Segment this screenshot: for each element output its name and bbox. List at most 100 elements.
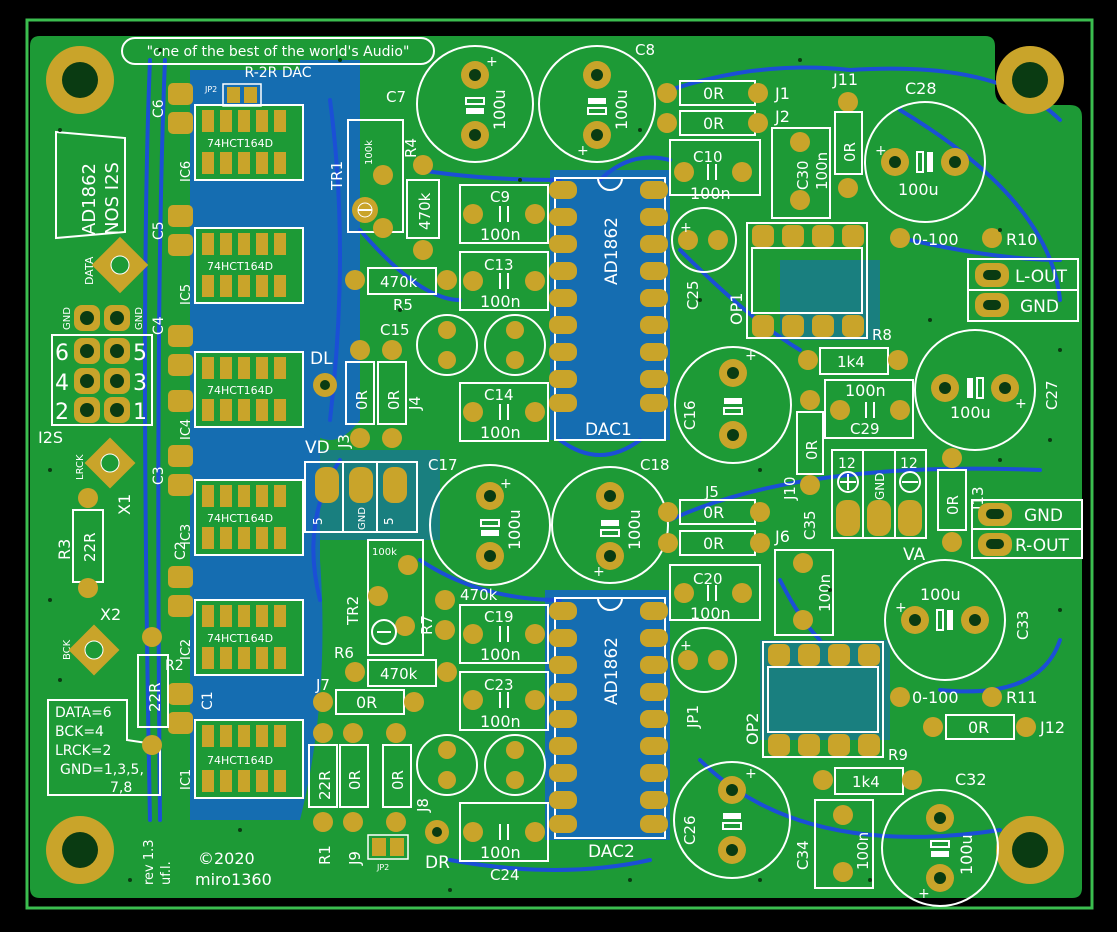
svg-text:C3: C3	[151, 466, 167, 485]
svg-text:+: +	[875, 143, 887, 159]
svg-text:DATA=6: DATA=6	[55, 705, 112, 721]
ic5-chip: 74HCT164D IC5	[179, 227, 304, 305]
svg-text:DAC1: DAC1	[585, 420, 632, 440]
c16-capacitor: C16 +	[674, 346, 792, 464]
svg-text:C9: C9	[490, 188, 510, 206]
board-outline	[25, 18, 1094, 910]
ic6-chip: 74HCT164D IC6	[179, 104, 304, 182]
j3-j4-jumpers: 0R 0R J3 J4	[335, 340, 424, 449]
svg-text:100n: 100n	[480, 645, 521, 664]
svg-text:100n: 100n	[813, 152, 831, 190]
svg-text:AD1862: AD1862	[602, 217, 622, 285]
svg-text:0R: 0R	[703, 534, 724, 553]
ic1-part: 74HCT164D	[207, 754, 273, 767]
svg-text:+: +	[486, 54, 498, 70]
svg-text:470k: 470k	[380, 665, 418, 683]
r7-resistor: 470k R7	[418, 586, 498, 640]
r2-resistor: 22R R2	[137, 627, 184, 755]
svg-text:I2S: I2S	[38, 428, 63, 447]
x2-connector: X2 BCK	[62, 605, 121, 676]
c12-caps: C15	[380, 314, 546, 376]
svg-text:0R: 0R	[703, 84, 724, 103]
svg-text:22R: 22R	[146, 682, 164, 712]
decoupling-caps-column: C6 C5 C4 C3 C2 C1	[151, 83, 216, 734]
ic2-ref: IC2	[179, 639, 194, 660]
dl-testpoint: DL	[310, 349, 337, 397]
svg-text:C18: C18	[640, 456, 670, 474]
c7-capacitor: 100u C7 +	[386, 45, 534, 163]
r8-resistor: R8 1k4	[798, 326, 908, 375]
svg-text:+: +	[680, 220, 692, 236]
svg-text:R3: R3	[55, 539, 74, 560]
svg-text:C16: C16	[681, 400, 699, 430]
svg-text:100n: 100n	[480, 712, 521, 731]
svg-text:0R: 0R	[968, 718, 989, 737]
pin-legend: DATA=6 BCK=4 LRCK=2 GND=1,3,5, 7,8	[47, 699, 161, 796]
svg-text:C7: C7	[386, 88, 406, 106]
svg-text:100n: 100n	[480, 292, 521, 311]
svg-text:C32: C32	[955, 770, 987, 789]
c20-capacitor: C20 100n	[669, 564, 761, 623]
j9-jumper: 0R J9	[339, 723, 369, 866]
svg-text:J12: J12	[1039, 718, 1065, 737]
svg-text:1k4: 1k4	[837, 353, 865, 371]
c27-capacitor: 100u C27 +	[914, 329, 1061, 451]
r6-resistor: R6 470k	[334, 644, 457, 687]
svg-text:R10: R10	[1006, 230, 1037, 249]
dac2-chip: AD1862 DAC2	[549, 597, 668, 862]
jp2-jumper: JP2	[204, 83, 262, 107]
dr-testpoint: DR	[425, 820, 450, 873]
svg-text:miro1360: miro1360	[195, 870, 272, 889]
svg-text:GND: GND	[357, 507, 368, 530]
svg-text:C34: C34	[794, 840, 812, 870]
svg-text:R2: R2	[165, 658, 184, 674]
svg-text:C28: C28	[905, 79, 937, 98]
svg-text:0R: 0R	[356, 693, 377, 712]
r4-resistor: 470k R4	[402, 138, 440, 260]
c23-capacitor: C23 100n	[459, 671, 549, 731]
svg-text:C10: C10	[693, 148, 723, 166]
c32-capacitor: C32 100u +	[881, 770, 999, 907]
ic2-part: 74HCT164D	[207, 632, 273, 645]
svg-text:J9: J9	[346, 851, 364, 866]
svg-text:100k: 100k	[364, 140, 375, 165]
svg-text:C6: C6	[151, 99, 167, 118]
svg-text:GND: GND	[62, 307, 73, 330]
svg-text:C8: C8	[635, 41, 655, 59]
vias	[48, 48, 1062, 892]
svg-text:1k4: 1k4	[852, 773, 880, 791]
svg-text:DL: DL	[310, 349, 333, 369]
svg-text:+: +	[1015, 396, 1027, 412]
svg-text:C25: C25	[684, 280, 702, 310]
svg-text:100u: 100u	[505, 509, 524, 550]
svg-text:100n: 100n	[690, 604, 731, 623]
c28-capacitor: C28 100u +	[864, 79, 986, 223]
svg-text:0R: 0R	[841, 142, 859, 162]
ic2-chip: 74HCT164D IC2	[179, 599, 304, 676]
r1-resistor: 22R R1	[308, 723, 338, 865]
svg-text:C15: C15	[380, 321, 410, 339]
svg-text:100n: 100n	[480, 225, 521, 244]
svg-text:R4: R4	[402, 138, 420, 158]
svg-text:100n: 100n	[845, 381, 886, 400]
svg-text:©2020: ©2020	[198, 849, 255, 868]
svg-text:470k: 470k	[460, 586, 498, 604]
vd-connector: VD 5 GND 5	[304, 438, 418, 533]
c19-capacitor: C19 100n	[459, 604, 549, 664]
svg-text:R9: R9	[888, 746, 908, 764]
title-quote: "one of the best of the world's Audio"	[147, 44, 410, 60]
svg-text:22R: 22R	[81, 532, 99, 562]
ic5-part: 74HCT164D	[207, 260, 273, 273]
svg-text:J3: J3	[335, 434, 353, 449]
ic4-ref: IC4	[179, 419, 194, 440]
revision-label: rev 1.3 uf.l.	[142, 839, 174, 885]
svg-text:GND: GND	[134, 307, 145, 330]
r3-resistor: 22R R3	[55, 509, 104, 598]
svg-text:+: +	[680, 638, 692, 654]
svg-text:C35: C35	[801, 510, 819, 540]
j10-jumper: 0R J10	[781, 390, 824, 501]
svg-text:BCK=4: BCK=4	[55, 724, 104, 740]
jp1-jumper: JP2	[367, 834, 409, 872]
r-out-connector: GND R-OUT	[971, 499, 1083, 559]
svg-text:100u: 100u	[898, 180, 939, 199]
